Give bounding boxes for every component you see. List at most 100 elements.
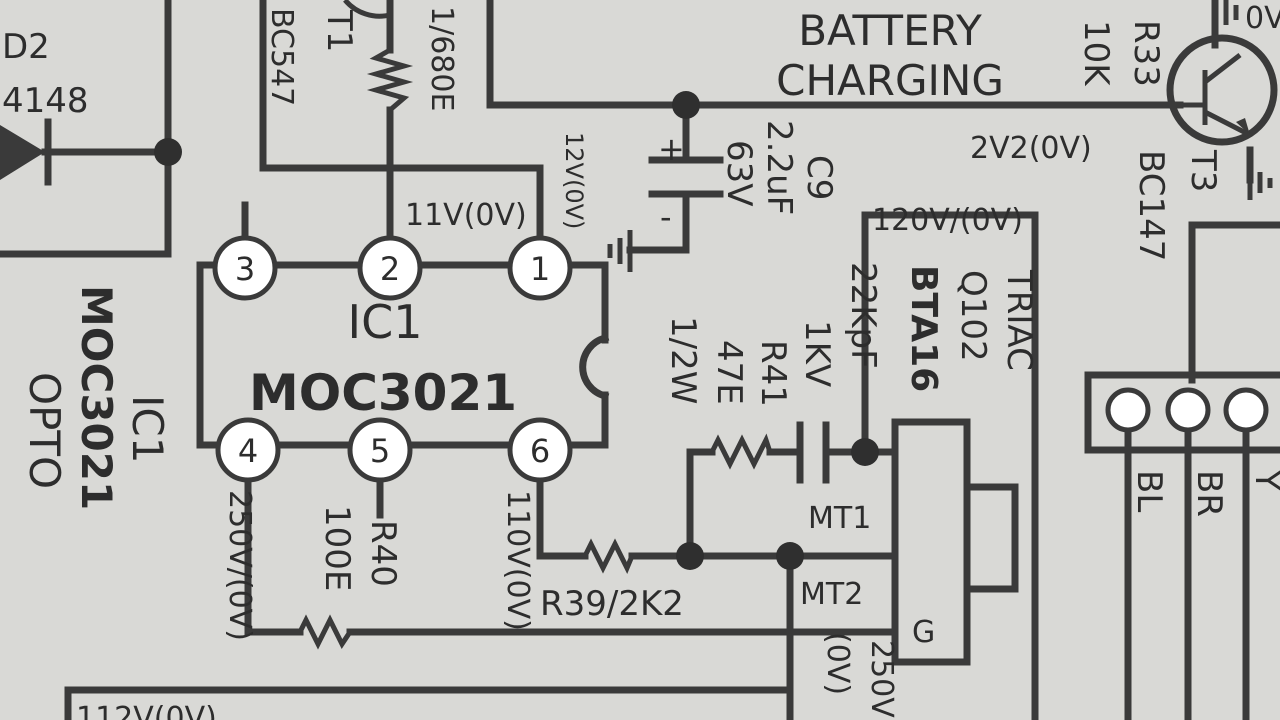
voltage-250v-right: 250V [864,640,899,718]
ic1-pin-1-label: 1 [530,250,550,288]
ic1-pin-6-label: 6 [530,432,550,470]
voltage-12v: 12V(0V) [560,132,588,229]
cap-22k-rating: 1KV [797,320,837,387]
ic1-side-part: MOC3021 [72,285,121,510]
ic1-ref: IC1 [348,295,423,349]
ic1-side-ref: IC1 [123,395,172,463]
triac-mt1: MT1 [808,501,871,536]
r41-power: 1/2W [663,316,703,404]
cap-22k-value: 22KpF [843,262,883,369]
connector-label-br: BR [1189,470,1229,517]
ic1-part: MOC3021 [249,364,517,422]
connector-body [1084,371,1280,454]
t1-transistor-symbol [343,0,391,19]
junctions [154,91,879,570]
junction-mt2 [776,542,804,570]
ic1-pin-4 [215,417,281,483]
r39-zigzag [582,538,635,575]
ic1-pin-1 [507,235,573,301]
triac-mt2: MT2 [800,577,863,612]
t3-transistor-symbol [1166,34,1278,146]
r39-label: R39/2K2 [540,584,684,624]
triac-tab [963,483,1019,593]
c9-ref: C9 [799,155,839,200]
r33-ref: R33 [1126,20,1166,87]
junction-mt1 [851,438,879,466]
connector-pin-br [1165,387,1211,433]
connector-pin-y [1223,387,1269,433]
ic1-side-type: OPTO [20,372,69,489]
d2-diode-symbol [0,125,45,180]
junction-d2 [154,138,182,166]
ic1-pin-3-label: 3 [235,250,255,288]
t3-transistor-leads [1180,53,1252,138]
t3-ground-symbol-top [1223,0,1239,25]
ic1-pin-4-label: 4 [238,432,258,470]
triac-gate: G [912,615,935,650]
ic1-pin-6 [507,417,573,483]
wire-bottom [64,686,794,720]
triac-part: BTA16 [903,265,944,392]
t1-ref: T1 [319,9,359,52]
r41-value: 47E [709,340,749,405]
d2-part: 4148 [2,81,89,121]
c9-minus: - [660,198,672,236]
ic1-pin-5-label: 5 [370,432,390,470]
connector-label-bl: BL [1129,470,1169,512]
triac-ref: Q102 [953,270,993,362]
connector-label-y: Y [1247,469,1280,491]
wire-battery [486,0,1184,109]
c9-ground-symbol [607,230,633,272]
ic1-pin-2 [357,235,423,301]
ic1-pin-5 [347,417,413,483]
wire-left-frame [0,0,172,258]
r-top-zigzag [366,47,414,112]
t3-emitter-arrow [1236,118,1250,135]
battery-line-2: CHARGING [776,56,1004,105]
voltage-250v-left: 250V/(0V) [222,490,257,641]
ic1-notch [579,333,610,401]
t3-ov-partial: 0V [1245,1,1280,36]
wire-c9-bottom [626,192,690,254]
battery-line-1: BATTERY [798,6,982,55]
voltage-11v: 11V(0V) [405,198,527,233]
ic1-pin-2-label: 2 [380,250,400,288]
voltage-2v2: 2V2(0V) [970,131,1092,166]
triac-type: TRIAC [999,269,1039,371]
wire-120v [861,211,1039,720]
junction-c9 [672,91,700,119]
wire-r41-left [686,448,716,560]
voltage-250v-right-sub: (0V) [820,632,855,695]
voltage-120v: 120V/(0V) [872,203,1023,238]
r-top-value: 1/680E [424,6,459,111]
c9-voltage: 63V [719,140,759,207]
ic1-pin-3 [212,235,278,301]
connector-pin-bl [1105,387,1151,433]
c9-plus: + [658,130,685,168]
ic1-body-top [196,261,609,344]
voltage-112v: 112V(0V) [76,701,217,720]
t3-part: BC147 [1131,150,1171,261]
symbols [0,0,1278,666]
t3-ground-symbol [1247,165,1273,200]
r41-zigzag [709,433,773,470]
voltage-110v: 110V(0V) [500,490,535,631]
c9-value: 2.2uF [759,120,799,215]
r40-ref: R40 [363,520,403,587]
wire-right-box [1188,221,1280,384]
t3-ref: T3 [1183,149,1223,192]
junction-r39 [676,542,704,570]
wire-t1-emitter [259,0,544,254]
wire-pin4 [244,474,304,636]
r40-value: 100E [317,505,357,591]
r33-value: 10K [1076,20,1116,87]
r40-zigzag [297,614,353,650]
r41-ref: R41 [753,340,793,407]
t1-part: BC547 [264,8,299,106]
ic1-pins: 1 2 3 4 5 6 [212,235,573,483]
d2-ref: D2 [2,27,50,67]
wire-pin6 [536,474,589,560]
